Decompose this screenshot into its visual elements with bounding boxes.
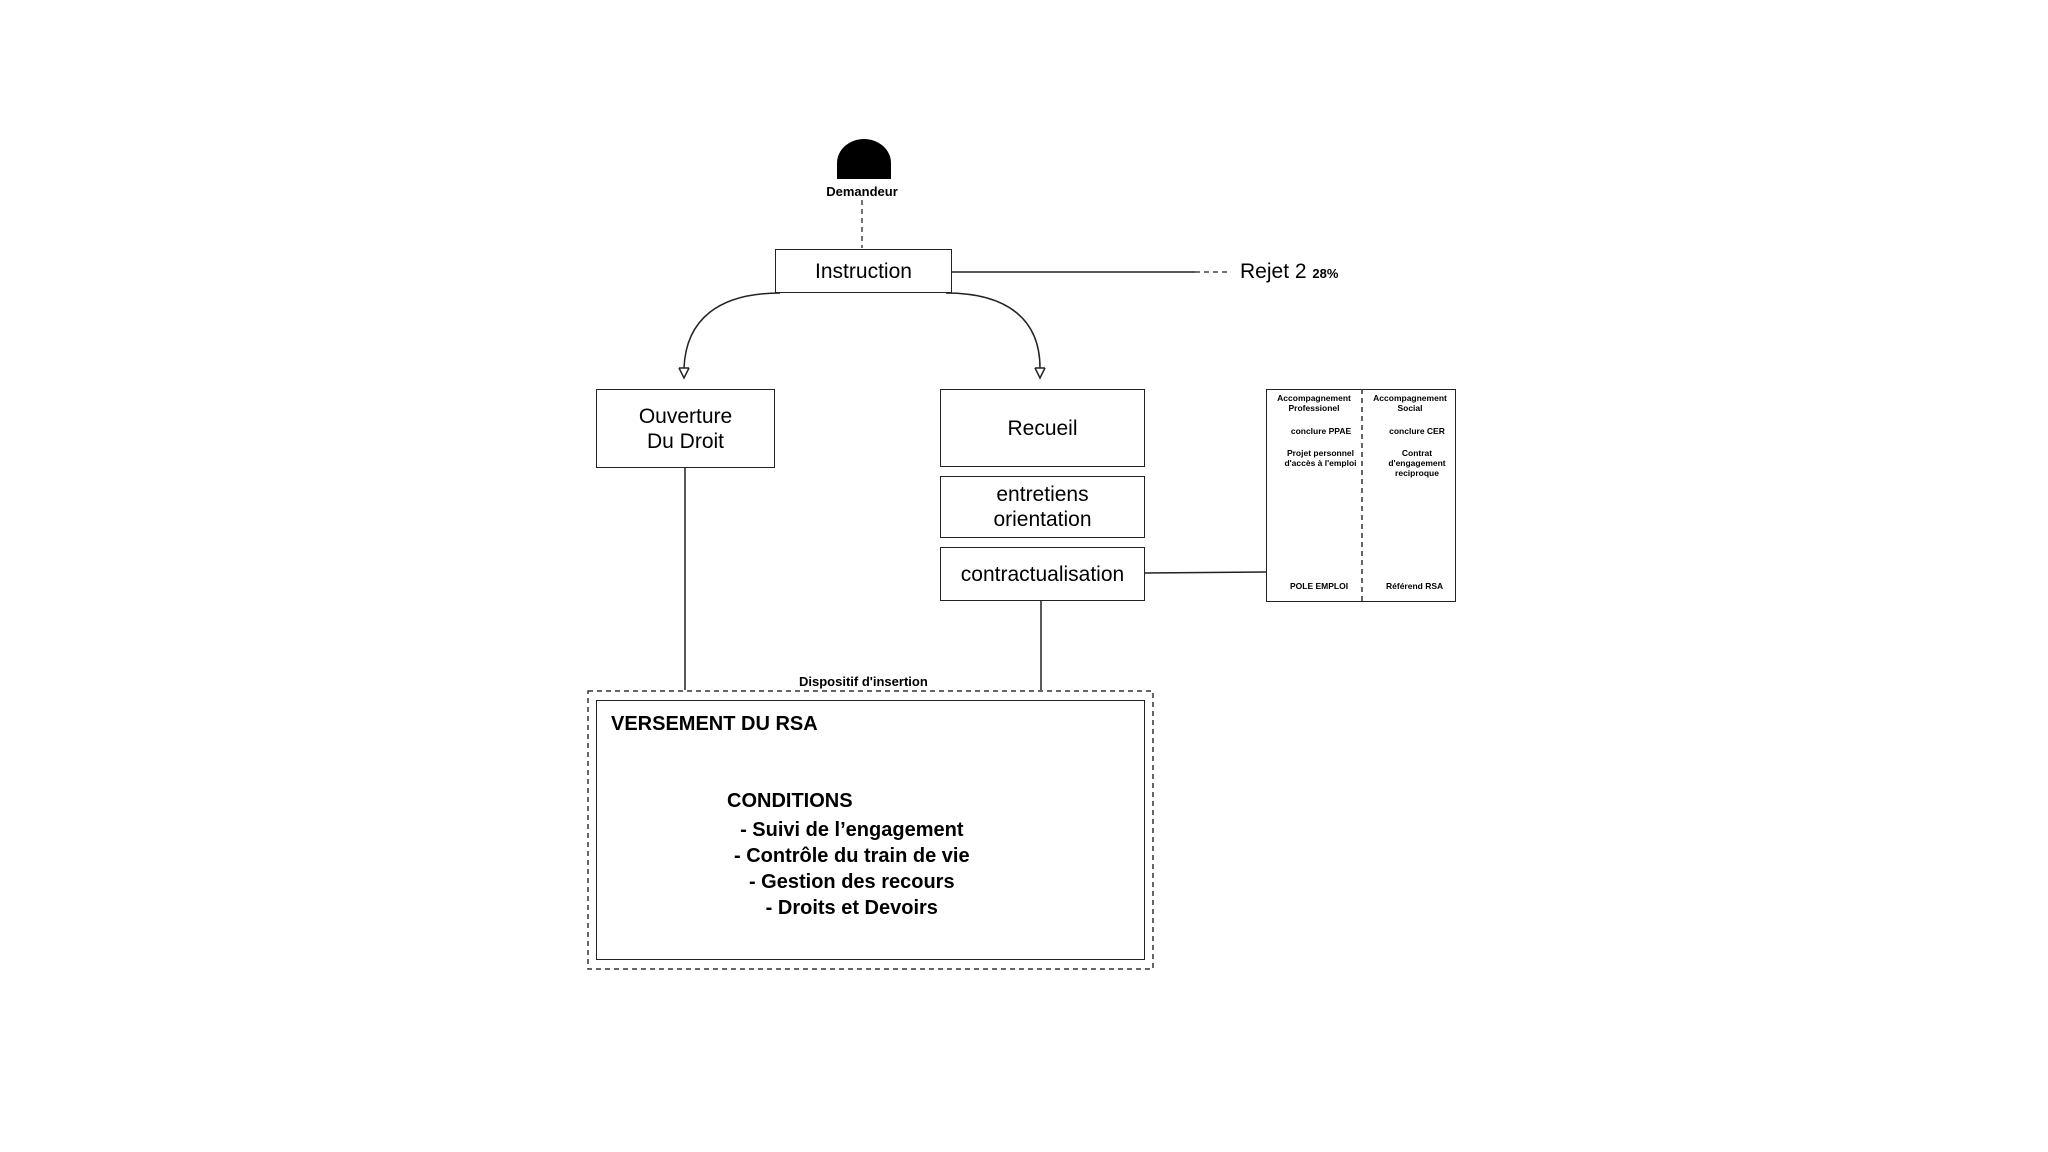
accompagnement-panel: Accompagnement Professionel conclure PPA…: [1266, 389, 1456, 602]
contractualisation-to-accompagnement-line: [1144, 571, 1267, 574]
contractualisation-node: contractualisation: [940, 547, 1145, 601]
condition-item: - Suivi de l’engagement: [740, 819, 964, 841]
pro-detail-line-2: d'accès à l'emploi: [1284, 458, 1357, 468]
entretiens-line-2: orientation: [993, 508, 1092, 531]
arrowhead-left-icon: [678, 367, 690, 380]
accompagnement-divider: [1361, 389, 1363, 602]
social-title-line-2: Social: [1397, 403, 1423, 413]
pro-footer: POLE EMPLOI: [1290, 581, 1349, 591]
versement-box: VERSEMENT DU RSA CONDITIONS - Suivi de l…: [596, 700, 1145, 960]
ouverture-line-1: Ouverture: [638, 404, 733, 428]
social-detail-line-1: Contrat: [1401, 448, 1433, 458]
contractualisation-label: contractualisation: [960, 562, 1125, 586]
instruction-to-recueil-arc: [945, 292, 1041, 369]
social-detail-line-3: reciproque: [1395, 468, 1439, 478]
social-detail-line-2: d'engagement: [1388, 458, 1446, 468]
entretiens-line-1: entretiens: [996, 483, 1089, 506]
instruction-node: Instruction: [775, 249, 952, 293]
instruction-to-ouverture-arc: [683, 292, 781, 369]
conditions-title: CONDITIONS: [727, 790, 853, 812]
recueil-label: Recueil: [1007, 416, 1078, 440]
dispositif-dashed-frame: [587, 690, 1154, 970]
rejet-text: Rejet 2: [1240, 260, 1307, 283]
pro-title-line-2: Professionel: [1288, 403, 1340, 413]
versement-title: VERSEMENT DU RSA: [611, 713, 818, 735]
accompagnement-pro-column: Accompagnement Professionel conclure PPA…: [1270, 393, 1358, 598]
ouverture-node: Ouverture Du Droit: [596, 389, 775, 468]
condition-item: - Contrôle du train de vie: [734, 845, 970, 867]
person-head-icon: [837, 139, 891, 179]
rejet-percent: 28%: [1312, 266, 1339, 281]
rejet-label: Rejet 2 28%: [1240, 260, 1338, 284]
social-footer: Référend RSA: [1386, 581, 1444, 591]
pro-title-line-1: Accompagnement: [1277, 393, 1351, 403]
condition-item: - Droits et Devoirs: [765, 897, 938, 919]
accompagnement-social-column: Accompagnement Social conclure CER Contr…: [1366, 393, 1454, 598]
social-title-line-1: Accompagnement: [1373, 393, 1447, 403]
conditions-list: - Suivi de l’engagement - Contrôle du tr…: [734, 817, 970, 921]
entretiens-node: entretiens orientation: [940, 476, 1145, 538]
social-action: conclure CER: [1389, 426, 1445, 436]
ouverture-line-2: Du Droit: [646, 429, 725, 453]
arrowhead-right-icon: [1034, 367, 1046, 380]
condition-item: - Gestion des recours: [748, 871, 955, 893]
pro-action: conclure PPAE: [1290, 426, 1352, 436]
actor-label: Demandeur: [826, 184, 898, 199]
pro-detail-line-1: Projet personnel: [1286, 448, 1355, 458]
recueil-node: Recueil: [940, 389, 1145, 467]
dispositif-label: Dispositif d'insertion: [799, 674, 928, 689]
instruction-label: Instruction: [815, 259, 912, 283]
